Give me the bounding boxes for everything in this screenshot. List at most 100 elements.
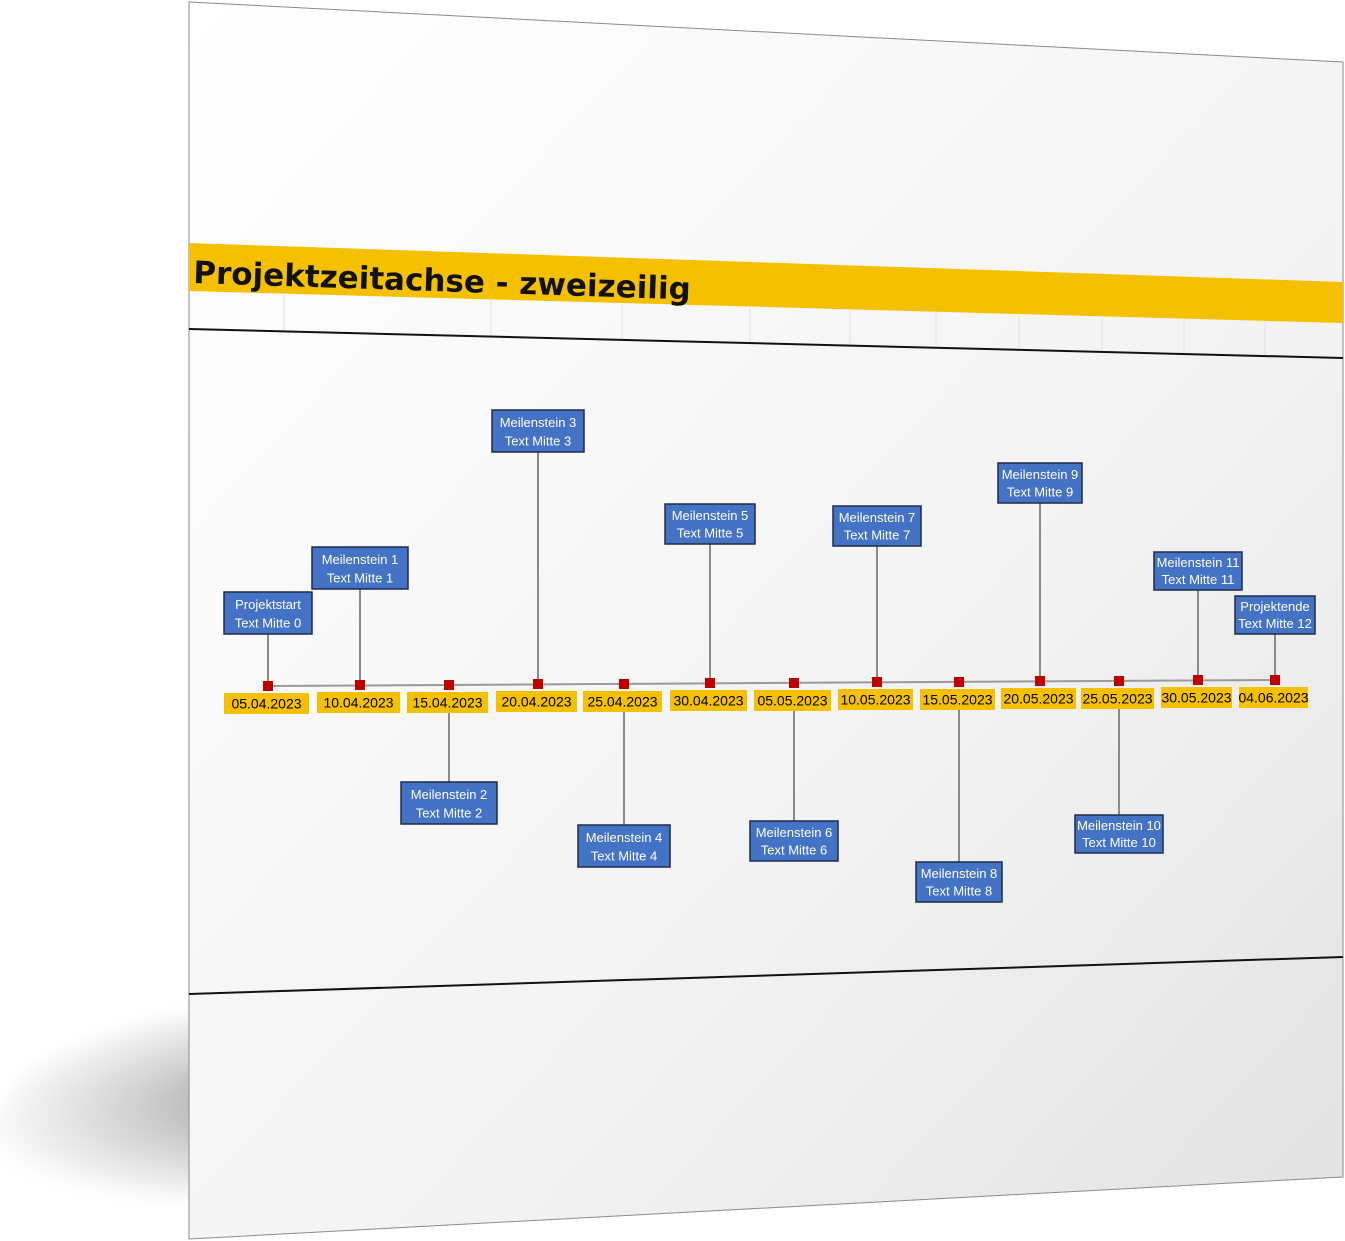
milestone-text: Text Mitte 6 [761,843,827,858]
date-label: 05.04.2023 [231,696,301,712]
divider-bottom [188,956,1344,995]
milestone-text: Text Mitte 12 [1238,616,1312,631]
milestone-text: Text Mitte 8 [926,884,992,899]
milestone-marker [1035,676,1045,686]
date-label: 25.04.2023 [587,694,657,710]
date-label-bg [224,693,309,714]
milestone-marker [1114,676,1124,686]
milestone-box [311,546,409,590]
milestone-marker [619,679,629,689]
date-label: 25.05.2023 [1082,691,1152,707]
date-label: 20.05.2023 [1003,691,1073,707]
date-label-bg [754,690,831,711]
milestone-title: Meilenstein 6 [756,825,833,840]
date-label: 04.06.2023 [1238,690,1308,706]
milestone-title: Meilenstein 8 [921,866,998,881]
date-label: 30.05.2023 [1161,690,1231,706]
milestone-text: Text Mitte 0 [235,615,301,630]
milestone-text: Text Mitte 2 [416,805,482,820]
timeline-axis [267,679,1276,687]
milestone-marker [789,678,799,688]
milestone-text: Text Mitte 4 [591,848,657,863]
title-banner [189,243,1343,323]
milestone-text: Text Mitte 9 [1007,485,1073,500]
milestone-title: Projektende [1240,599,1309,614]
date-label-bg [838,689,913,710]
milestone-marker [1270,675,1280,685]
page-sheet [188,1,1344,1240]
milestone-box [664,503,756,545]
milestone-title: Meilenstein 7 [839,510,916,525]
milestone-11: 30.05.2023 Meilenstein 11 Text Mitte 11 [1153,551,1243,708]
date-label-bg [1161,687,1232,708]
date-label: 15.04.2023 [412,695,482,711]
date-label-bg [670,690,747,711]
milestone-box [1234,595,1316,635]
milestone-text: Text Mitte 5 [677,526,743,541]
milestone-box [832,505,922,547]
date-label-bg [920,689,995,710]
milestone-9: 20.05.2023 Meilenstein 9 Text Mitte 9 [997,462,1083,709]
date-label: 20.04.2023 [501,694,571,710]
milestone-text: Text Mitte 11 [1162,572,1235,587]
milestone-box [577,824,671,868]
date-label-bg [1081,688,1154,709]
milestone-title: Meilenstein 10 [1077,818,1161,833]
date-label: 30.04.2023 [673,693,743,709]
milestone-marker [1193,675,1203,685]
milestone-text: Text Mitte 1 [327,570,393,585]
milestone-5: 30.04.2023 Meilenstein 5 Text Mitte 5 [664,503,756,711]
milestone-box [223,591,313,635]
milestone-title: Meilenstein 5 [672,508,749,523]
milestone-marker [954,677,964,687]
milestone-box [997,462,1083,504]
milestone-text: Text Mitte 7 [844,528,910,543]
milestone-7: 10.05.2023 Meilenstein 7 Text Mitte 7 [832,505,922,710]
milestone-marker [444,680,454,690]
milestone-title: Meilenstein 1 [322,552,399,567]
milestone-box [749,820,839,862]
milestone-title: Meilenstein 4 [586,830,663,845]
milestone-marker [263,681,273,691]
date-label: 05.05.2023 [757,693,827,709]
date-label: 10.05.2023 [840,692,910,708]
milestone-marker [533,679,543,689]
milestone-title: Meilenstein 9 [1002,467,1079,482]
milestone-title: Meilenstein 2 [411,787,488,802]
milestone-box [915,861,1003,903]
date-label-bg [496,691,577,712]
date-label-bg [317,692,400,713]
milestone-box [491,409,585,453]
milestone-title: Meilenstein 11 [1157,555,1240,570]
milestone-1: 10.04.2023 Meilenstein 1 Text Mitte 1 [311,546,409,713]
milestone-marker [705,678,715,688]
date-label-bg [1001,688,1076,709]
milestone-3: 20.04.2023 Meilenstein 3 Text Mitte 3 [491,409,585,712]
date-label: 15.05.2023 [922,692,992,708]
milestone-marker [872,677,882,687]
milestone-text: Text Mitte 10 [1082,835,1156,850]
date-label-bg [407,692,488,713]
milestone-title: Meilenstein 3 [500,415,577,430]
milestone-marker [355,680,365,690]
grid-columns [283,295,1266,356]
divider-top [188,328,1344,359]
date-label-bg [583,691,662,712]
milestone-box [1074,814,1164,854]
date-label: 10.04.2023 [323,695,393,711]
milestone-box [400,781,498,825]
milestone-text: Text Mitte 3 [505,433,571,448]
date-label-bg [1239,687,1308,708]
milestone-title: Projektstart [235,597,301,612]
milestone-box [1153,551,1243,591]
